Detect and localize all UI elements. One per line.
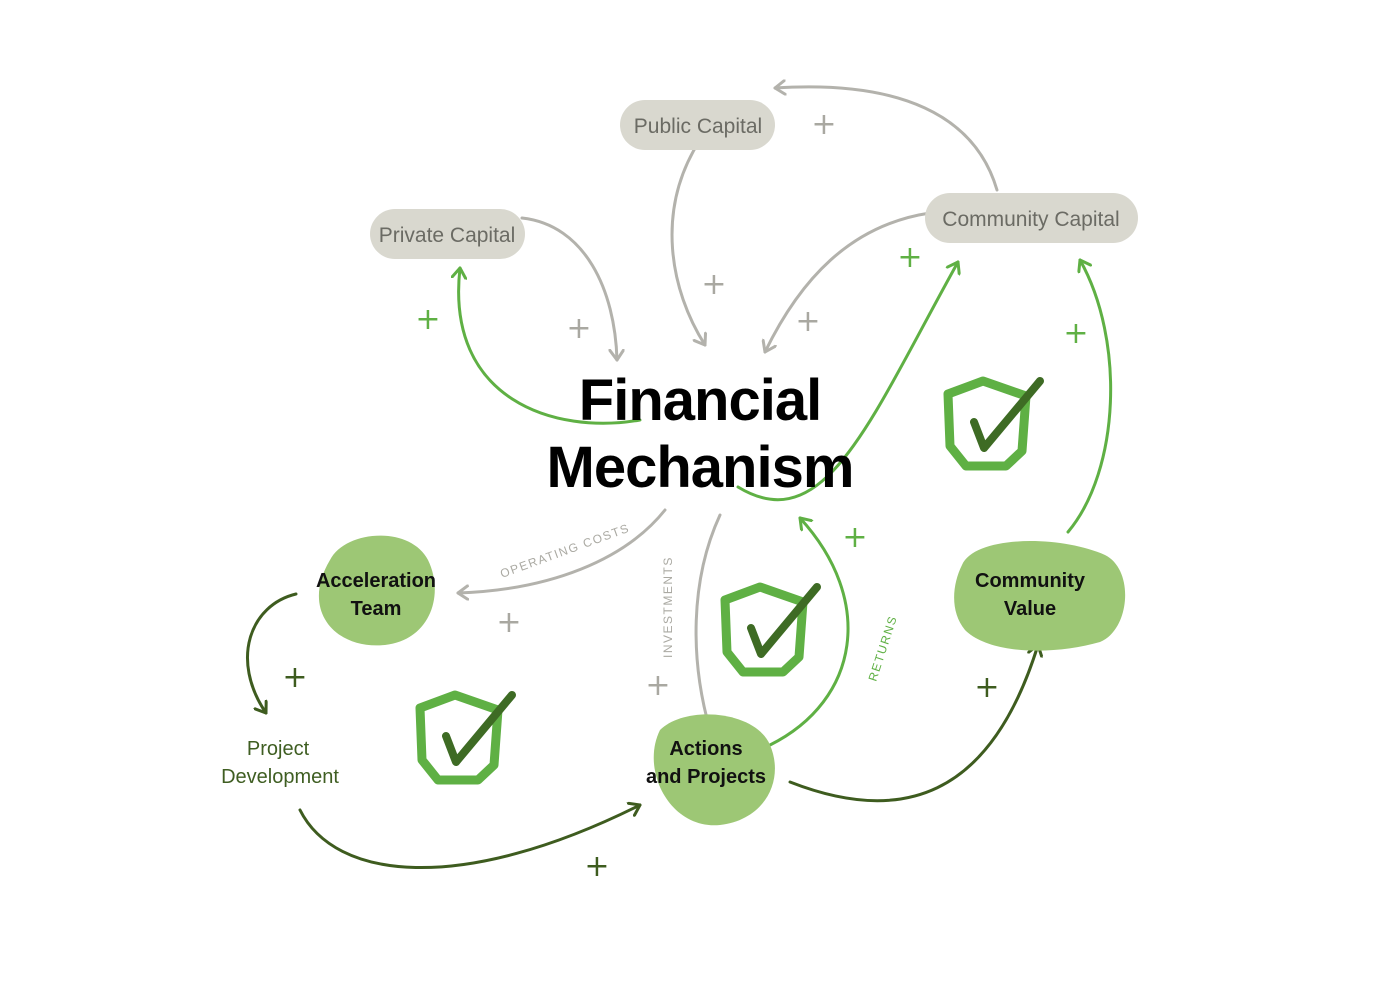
node-acceleration-team: Acceleration Team [316, 535, 436, 646]
arrow-mechanism-to-private [459, 266, 642, 425]
private-capital-label: Private Capital [379, 224, 516, 247]
node-community-capital: Community Capital [925, 193, 1138, 243]
plus-sign: + [701, 267, 726, 302]
project-development-label-line-1: Project [247, 738, 310, 760]
arrow-investments [694, 513, 722, 732]
plus-sign: + [842, 520, 867, 555]
plus-sign: + [282, 660, 307, 695]
plus-sign: + [897, 240, 922, 275]
actions-and-projects-label-line-2: and Projects [646, 766, 766, 788]
arrow-mechanism-to-community-capital [736, 260, 958, 502]
acceleration-team-label-line-2: Team [351, 598, 402, 620]
shield-check-icon [415, 690, 516, 785]
arrow-community-capital-to-mechanism [765, 211, 932, 354]
plus-sign: + [645, 668, 670, 703]
acceleration-team-label-line-1: Acceleration [316, 570, 436, 592]
plus-sign: + [584, 849, 609, 884]
private-capital-pill [370, 209, 525, 259]
actions-and-projects-blob [653, 714, 775, 826]
project-development-label-line-2: Development [221, 766, 339, 788]
acceleration-team-blob [318, 535, 435, 646]
plus-sign: + [811, 107, 836, 142]
actions-and-projects-label-line-1: Actions [669, 738, 742, 760]
node-actions-and-projects: Actions and Projects [646, 714, 775, 826]
shield-check-icon [720, 582, 821, 677]
plus-sign: + [496, 605, 521, 640]
financial-mechanism-title: Financial Mechanism [547, 368, 855, 500]
community-value-label-line-1: Community [975, 570, 1086, 592]
title-line-1: Financial [579, 368, 821, 433]
arrow-public-to-mechanism [670, 138, 705, 347]
title-line-2: Mechanism [547, 435, 854, 500]
community-value-label-line-2: Value [1004, 598, 1056, 620]
plus-sign: + [1063, 316, 1088, 351]
node-private-capital: Private Capital [370, 209, 525, 259]
plus-sign: + [795, 304, 820, 339]
plus-sign: + [415, 302, 440, 337]
operating-costs-label: OPERATING COSTS [498, 521, 631, 581]
arrow-returns [768, 516, 850, 747]
node-community-value: Community Value [954, 541, 1126, 651]
arrow-development-to-actions [298, 805, 642, 870]
arrow-operating-costs [456, 508, 667, 593]
returns-label: RETURNS [866, 613, 900, 682]
arrow-actions-to-community-value [788, 643, 1038, 803]
node-project-development: Project Development [221, 738, 339, 788]
arrow-community-value-to-community-capital [1066, 258, 1113, 534]
arrow-community-capital-to-public [773, 87, 999, 192]
public-capital-pill [620, 100, 775, 150]
public-capital-label: Public Capital [634, 115, 762, 138]
arrow-acceleration-to-development [245, 592, 298, 715]
node-public-capital: Public Capital [620, 100, 775, 150]
arrow-private-to-mechanism [520, 216, 617, 362]
shield-check-icon [943, 376, 1044, 471]
community-value-blob [954, 541, 1126, 651]
plus-sign: + [566, 311, 591, 346]
community-capital-label: Community Capital [942, 208, 1119, 231]
investments-label: INVESTMENTS [661, 556, 675, 658]
community-capital-pill [925, 193, 1138, 243]
plus-sign: + [974, 670, 999, 705]
